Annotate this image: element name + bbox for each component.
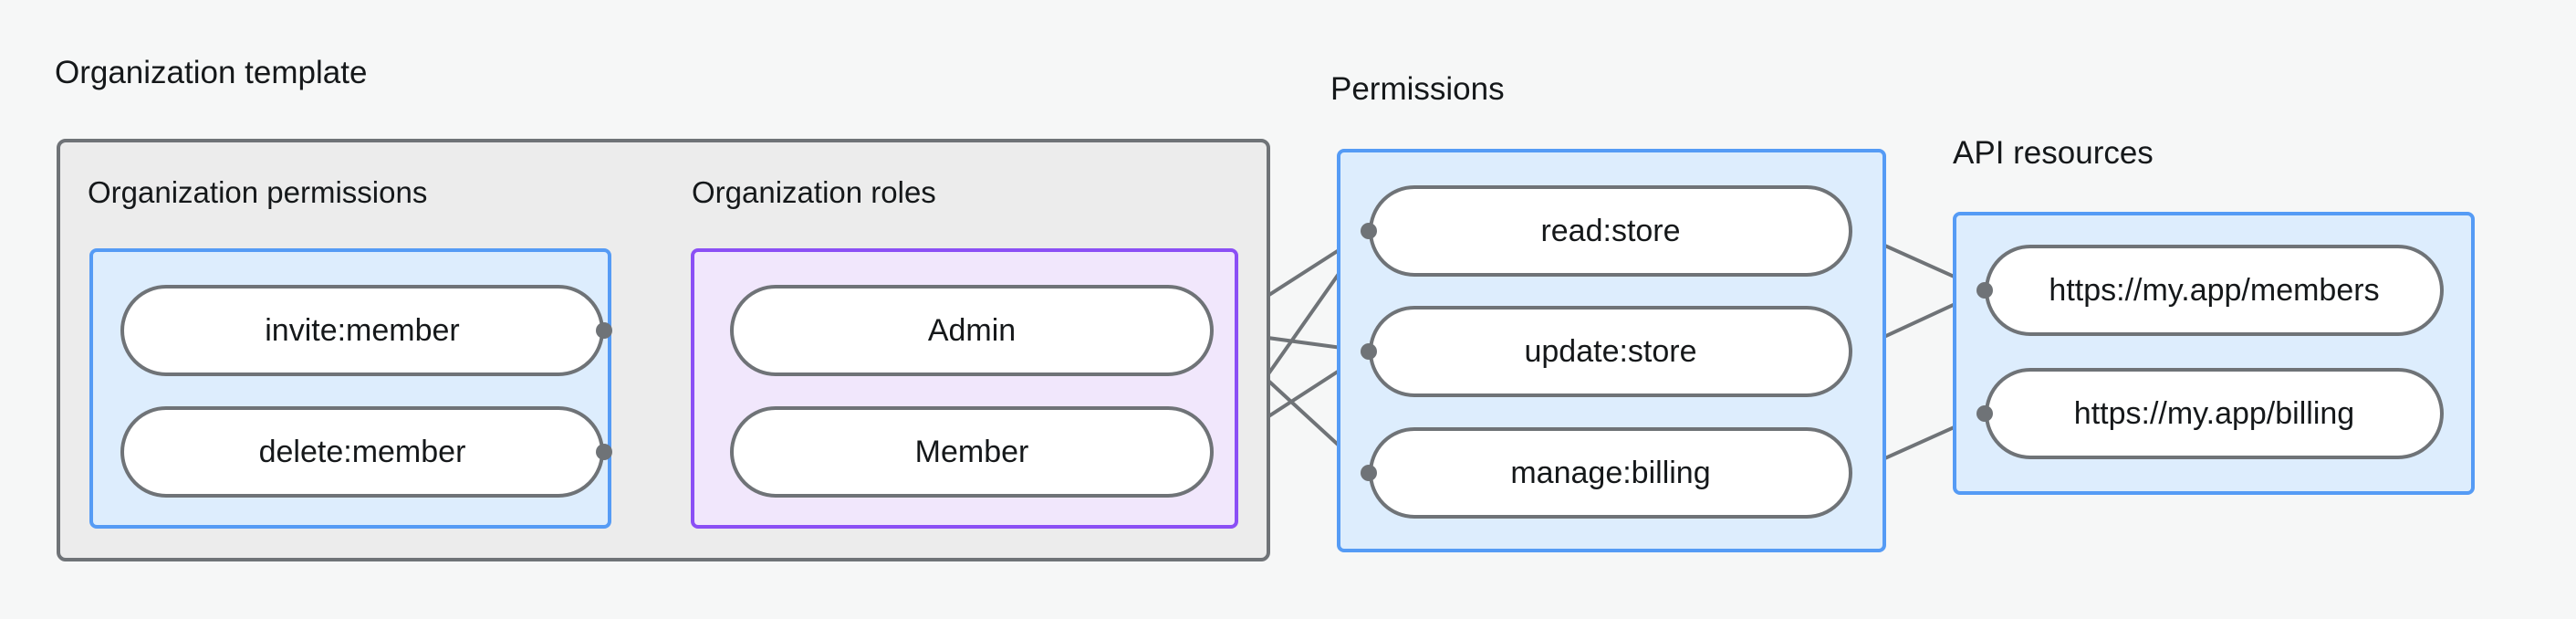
connector-dot-delete-member-out [596, 444, 612, 460]
group-title-permissions: Permissions [1330, 71, 1505, 107]
node-members-url[interactable]: https://my.app/members [1985, 245, 2444, 336]
connector-dot-read-store-in [1361, 223, 1377, 239]
connector-dot-members-url-in [1976, 282, 1993, 299]
node-read-store[interactable]: read:store [1369, 185, 1852, 277]
node-label-update-store: update:store [1524, 334, 1697, 369]
node-member[interactable]: Member [730, 406, 1214, 498]
node-label-member: Member [914, 435, 1029, 469]
node-label-read-store: read:store [1540, 214, 1681, 248]
connector-dot-invite-member-out [596, 322, 612, 339]
node-label-billing-url: https://my.app/billing [2073, 396, 2355, 431]
node-billing-url[interactable]: https://my.app/billing [1985, 368, 2444, 459]
node-admin[interactable]: Admin [730, 285, 1214, 376]
node-invite-member[interactable]: invite:member [120, 285, 604, 376]
node-label-admin: Admin [927, 313, 1017, 348]
node-label-manage-billing: manage:billing [1510, 456, 1711, 490]
node-label-invite-member: invite:member [265, 313, 460, 348]
subgroup-title-organization-permissions: Organization permissions [88, 175, 428, 209]
node-delete-member[interactable]: delete:member [120, 406, 604, 498]
connector-dot-update-store-in [1361, 343, 1377, 360]
node-update-store[interactable]: update:store [1369, 306, 1852, 397]
node-label-delete-member: delete:member [258, 435, 466, 469]
group-title-api-resources: API resources [1953, 135, 2154, 171]
group-title-organization-template: Organization template [55, 55, 368, 90]
node-manage-billing[interactable]: manage:billing [1369, 427, 1852, 519]
connector-dot-billing-url-in [1976, 405, 1993, 422]
subgroup-title-organization-roles: Organization roles [692, 175, 936, 209]
connector-dot-manage-billing-in [1361, 465, 1377, 481]
node-label-members-url: https://my.app/members [2049, 273, 2380, 308]
